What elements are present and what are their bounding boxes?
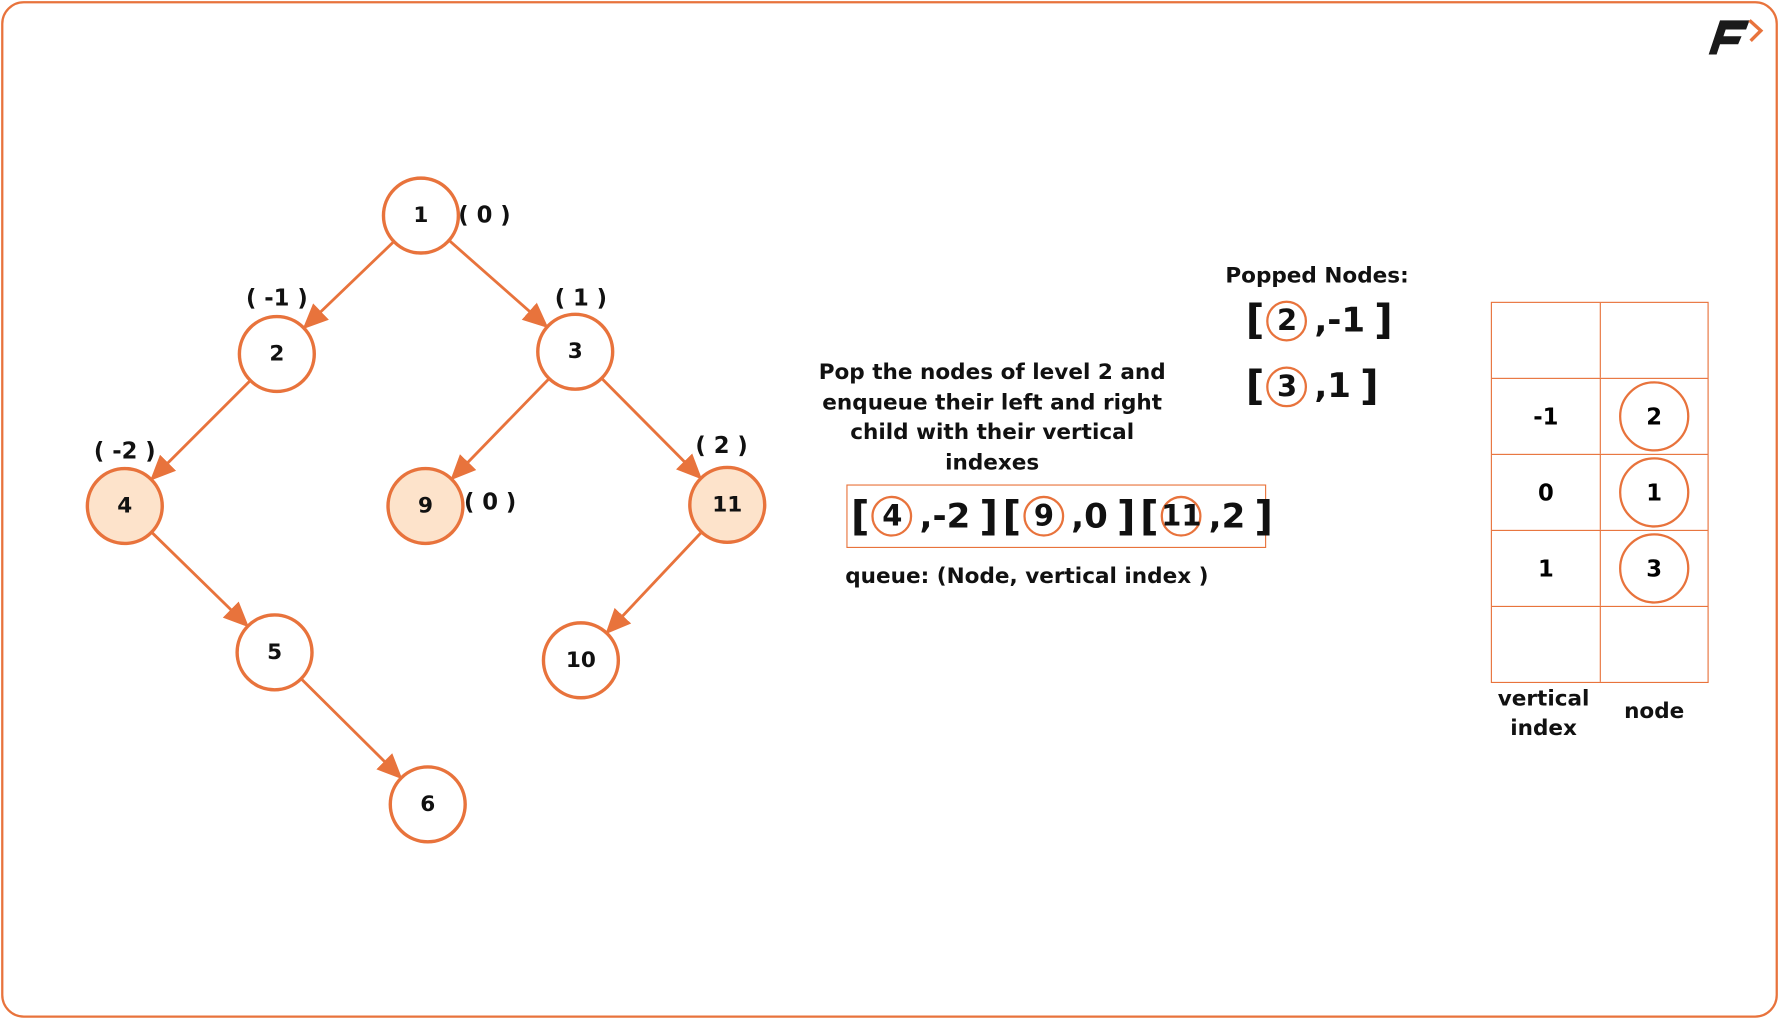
node-circle: 1 [1619, 457, 1690, 528]
tree-node-5: 5 [235, 613, 314, 692]
column-header-vertical-index: vertical index [1497, 686, 1590, 741]
table-row [1492, 302, 1708, 378]
index-value: ,-1 [1314, 300, 1366, 341]
node-cell [1601, 607, 1708, 682]
node-circle [388, 765, 467, 844]
tree-node-4: 4 ( -2 ) [85, 439, 164, 546]
node-cell [1601, 303, 1708, 378]
logo-icon [1708, 19, 1764, 55]
edge-3-11 [600, 377, 703, 480]
vertical-index-label: ( 2 ) [695, 433, 747, 459]
node-circle: 2 [1266, 300, 1308, 341]
popped-list: [2,-1][3,1] [1246, 297, 1398, 429]
table-row: -1 2 [1491, 377, 1708, 454]
vertical-index-cell: 0 [1492, 454, 1601, 530]
node-value: 2 [269, 341, 284, 366]
tree-node-2: 2 ( -1 ) [237, 285, 316, 394]
node-value: 3 [568, 339, 583, 364]
tree-node-9: 9 ( 0 ) [386, 466, 516, 546]
node-circle: 3 [1619, 533, 1690, 604]
node-value: 5 [267, 640, 282, 665]
open-bracket: [ [850, 492, 870, 540]
edge-5-6 [300, 677, 403, 780]
open-bracket: [ [1002, 492, 1022, 540]
node-circle: 2 [1619, 381, 1690, 452]
node-circle [235, 613, 314, 692]
vertical-index-cell: -1 [1492, 378, 1601, 454]
edge-4-5 [150, 531, 250, 628]
open-bracket: [ [1140, 492, 1159, 540]
close-bracket: ] [1374, 297, 1393, 344]
node-value: 11 [712, 492, 742, 517]
node-circle [85, 466, 164, 546]
tree-node-10: 10 [541, 621, 621, 700]
node-circle [386, 466, 465, 546]
edge-1-2 [302, 240, 395, 330]
node-cell: 1 [1601, 455, 1708, 530]
close-bracket: ] [979, 492, 999, 540]
node-value: 9 [418, 494, 433, 519]
node-index-pair: [3,1] [1246, 363, 1379, 410]
edge-1-3 [448, 239, 549, 329]
node-circle [381, 176, 461, 255]
node-circle: 4 [871, 495, 913, 537]
node-value: 6 [420, 792, 435, 817]
close-bracket: ] [1360, 363, 1379, 410]
vertical-index-cell [1492, 302, 1601, 378]
node-index-pair: [9,0] [1003, 493, 1136, 540]
queue-box: [4,-2][9,0][11,2] [846, 484, 1273, 548]
node-cell: 3 [1601, 531, 1708, 606]
vertical-index-cell: 1 [1492, 530, 1601, 606]
node-circle: 3 [1266, 365, 1308, 407]
index-value: ,2 [1208, 496, 1246, 537]
node-circle: 9 [1023, 495, 1065, 537]
index-value: ,-2 [919, 496, 971, 537]
node-value: 4 [117, 494, 132, 519]
edge-11-10 [605, 531, 703, 635]
node-circle [237, 314, 316, 394]
index-value: ,0 [1071, 496, 1108, 537]
table-row [1491, 605, 1708, 682]
vertical-index-cell [1492, 606, 1601, 682]
node-circle [688, 465, 767, 545]
queue-label: queue: (Node, vertical index ) [845, 563, 1209, 589]
close-bracket: ] [1116, 492, 1136, 540]
tree-node-11: 11 ( 2 ) [688, 433, 767, 545]
index-value: ,1 [1314, 366, 1351, 407]
node-cell: 2 [1601, 379, 1708, 454]
vertical-index-label: ( -2 ) [94, 439, 156, 465]
open-bracket: [ [1245, 363, 1265, 410]
open-bracket: [ [1245, 297, 1265, 344]
edge-2-4 [150, 379, 252, 481]
tree-node-3: 3 ( 1 ) [536, 285, 615, 391]
node-circle: 11 [1160, 495, 1202, 537]
column-header-node: node [1624, 698, 1685, 724]
edge-3-9 [450, 377, 551, 481]
node-circle [541, 621, 621, 700]
node-value: 10 [566, 648, 596, 673]
vertical-index-label: ( -1 ) [246, 285, 308, 311]
step-description: Pop the nodes of level 2 and enqueue the… [818, 359, 1166, 475]
vertical-index-label: ( 1 ) [555, 285, 607, 311]
popped-title: Popped Nodes: [1225, 263, 1409, 289]
node-index-pair: [11,2] [1140, 493, 1273, 540]
node-circle [536, 312, 615, 391]
close-bracket: ] [1254, 492, 1274, 540]
node-value: 1 [413, 203, 428, 228]
vertical-index-label: ( 0 ) [464, 490, 516, 516]
node-index-pair: [2,-1] [1246, 297, 1393, 344]
node-index-pair: [4,-2] [851, 493, 998, 540]
tree-node-6: 6 [388, 765, 467, 844]
vertical-index-label: ( 0 ) [458, 203, 510, 229]
tree-node-1: 1 ( 0 ) [381, 176, 511, 255]
